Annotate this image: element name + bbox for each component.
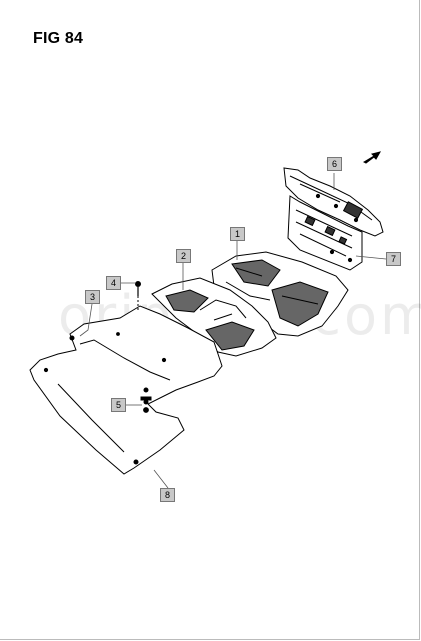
part-5-fasteners xyxy=(140,396,152,413)
callout-7: 7 xyxy=(386,252,401,266)
callout-3: 3 xyxy=(85,290,100,304)
callout-8: 8 xyxy=(160,488,175,502)
part-7-rear-riser xyxy=(287,195,363,271)
callout-2: 2 xyxy=(176,249,191,263)
leader-lines xyxy=(79,173,387,489)
figure-title: FIG 84 xyxy=(33,30,84,47)
part-1-rear-floor-mat xyxy=(211,251,349,337)
callout-6: 6 xyxy=(327,157,342,171)
part-4-clip xyxy=(135,281,141,312)
callout-4: 4 xyxy=(106,276,121,290)
part-3-8-floor-carpet xyxy=(29,305,223,475)
callout-5: 5 xyxy=(111,398,126,412)
callout-1: 1 xyxy=(230,227,245,241)
direction-arrow xyxy=(362,151,382,164)
part-6-bulkhead-panel xyxy=(283,167,384,237)
